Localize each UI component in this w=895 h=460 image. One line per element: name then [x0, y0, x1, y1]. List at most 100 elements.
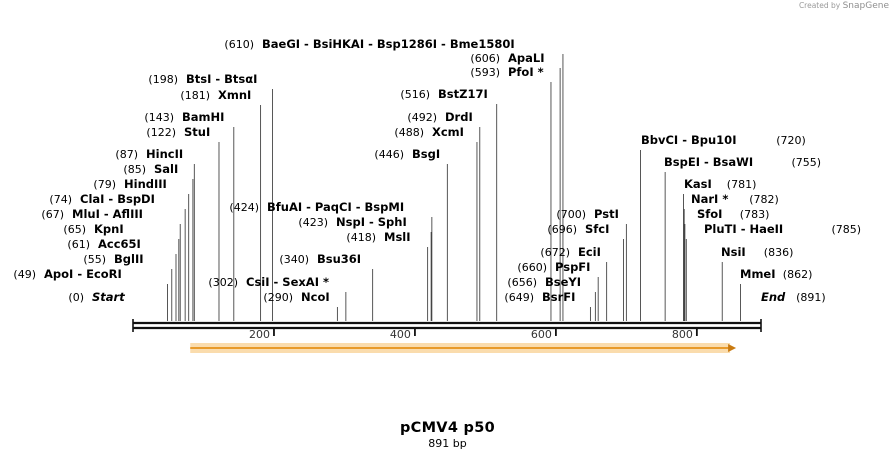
- enzyme-name-part: BseYI: [545, 275, 581, 289]
- enzyme-name: MluI - AflIII: [72, 207, 143, 221]
- enzyme-label: Start(0): [68, 290, 125, 304]
- enzyme-name: HindIII: [124, 177, 167, 191]
- enzyme-label: EciI (672): [540, 245, 601, 259]
- enzyme-label: Acc65I(61): [67, 237, 140, 251]
- enzyme-position: (423): [298, 216, 328, 229]
- enzyme-position: (755): [792, 156, 822, 169]
- enzyme-label: NsiI(836): [721, 245, 793, 259]
- enzyme-name-part: NsiI: [721, 245, 746, 259]
- enzyme-label: MmeI(862): [740, 267, 812, 281]
- enzyme-name-part: AflIII: [113, 207, 143, 221]
- enzyme-name-part: SalI: [154, 162, 178, 176]
- enzyme-label: ClaI - BspDI(74): [49, 192, 154, 206]
- enzyme-name-part: Bpu10I: [691, 133, 736, 147]
- enzyme-name: MmeI: [740, 267, 776, 281]
- enzyme-name: BamHI: [182, 110, 224, 124]
- enzyme-name: SalI: [154, 162, 178, 176]
- enzyme-name: SfoI: [697, 207, 722, 221]
- feature-arrowhead: [728, 344, 737, 352]
- enzyme-label: XcmI(488): [394, 125, 464, 139]
- ruler-label: 200: [249, 328, 270, 341]
- enzyme-name-part: BspDI: [117, 192, 155, 206]
- enzyme-name-part: EcoRI: [86, 267, 122, 281]
- name-separator: -: [737, 222, 750, 236]
- enzyme-position: (79): [93, 178, 116, 191]
- name-separator: -: [678, 133, 691, 147]
- enzyme-name-part: NcoI: [301, 290, 330, 304]
- enzyme-position: (610): [224, 38, 254, 51]
- enzyme-label: BfuAI - PaqCI - BspMI(424): [229, 200, 404, 214]
- enzyme-name-part: BamHI: [182, 110, 224, 124]
- enzyme-name-part: HindIII: [124, 177, 167, 191]
- map-length: 891 bp: [428, 437, 467, 450]
- enzyme-position: (122): [146, 126, 176, 139]
- name-separator: -: [73, 267, 86, 281]
- enzyme-label: HindIII (79): [93, 177, 166, 191]
- enzyme-name-part: ClaI: [80, 192, 104, 206]
- enzyme-label: BsrFI (649): [504, 290, 575, 304]
- enzyme-label: BsgI(446): [374, 147, 440, 161]
- ruler-label: 600: [531, 328, 552, 341]
- enzyme-position: (656): [507, 276, 537, 289]
- enzyme-name: ApoI - EcoRI: [44, 267, 122, 281]
- enzyme-name: End: [761, 290, 786, 304]
- enzyme-position: (672): [540, 246, 570, 259]
- enzyme-label: PspFI(660): [517, 260, 590, 274]
- enzyme-name-part: BtsαI: [224, 72, 257, 86]
- enzyme-name: NsiI: [721, 245, 746, 259]
- enzyme-name: EciI: [578, 245, 601, 259]
- enzyme-position: (302): [208, 276, 238, 289]
- enzyme-name: KasI: [684, 177, 712, 191]
- enzyme-label: SalI(85): [123, 162, 178, 176]
- name-separator: -: [270, 275, 283, 289]
- enzyme-position: (783): [740, 208, 770, 221]
- enzyme-name: HincII: [146, 147, 183, 161]
- enzyme-labels: BaeGI - BsiHKAI - Bsp1286I - Bme1580I(61…: [13, 37, 861, 304]
- enzyme-label: KasI(781): [684, 177, 756, 191]
- enzyme-name-part: BglII: [114, 252, 144, 266]
- enzyme-name: PstI: [594, 207, 619, 221]
- watermark: Created by SnapGene: [798, 1, 889, 11]
- enzyme-name: BsrFI: [542, 290, 575, 304]
- enzyme-label: NarI *(782): [691, 192, 779, 206]
- enzyme-label: BtsI - BtsαI(198): [148, 72, 257, 86]
- enzyme-name-part: XcmI: [432, 125, 464, 139]
- name-separator: -: [302, 200, 315, 214]
- enzyme-name: BbvCI - Bpu10I: [641, 133, 736, 147]
- enzyme-label: DrdI(492): [407, 110, 472, 124]
- enzyme-label: End(891): [761, 290, 826, 304]
- enzyme-label: BbvCI - Bpu10I (720): [641, 133, 806, 147]
- enzyme-name-part: BfuAI: [267, 200, 302, 214]
- enzyme-position: (660): [517, 261, 547, 274]
- enzyme-label: BaeGI - BsiHKAI - Bsp1286I - Bme1580I(61…: [224, 37, 514, 51]
- enzyme-name-part: BsgI: [412, 147, 440, 161]
- enzyme-name-part: Start: [92, 290, 125, 304]
- name-separator: -: [364, 37, 377, 51]
- enzyme-label: ApaLI(606): [470, 51, 544, 65]
- enzyme-position: (87): [115, 148, 138, 161]
- enzyme-name: NarI *: [691, 192, 728, 206]
- enzyme-label: StuI(122): [146, 125, 210, 139]
- enzyme-label: CsiI - SexAI *(302): [208, 275, 329, 289]
- enzyme-label: HincII (87): [115, 147, 183, 161]
- enzyme-name-part: PstI: [594, 207, 619, 221]
- enzyme-position: (720): [776, 134, 806, 147]
- enzyme-name-part: PfoI *: [508, 65, 544, 79]
- enzyme-name-part: Bme1580I: [450, 37, 515, 51]
- enzyme-name-part: MluI: [72, 207, 100, 221]
- enzyme-label: MluI - AflIII (67): [41, 207, 143, 221]
- feature-arrow: [190, 343, 737, 353]
- enzyme-name-part: MmeI: [740, 267, 776, 281]
- enzyme-name: Start: [92, 290, 125, 304]
- enzyme-name: XcmI: [432, 125, 464, 139]
- enzyme-name-part: SphI: [378, 215, 407, 229]
- enzyme-position: (67): [41, 208, 64, 221]
- enzyme-position: (649): [504, 291, 534, 304]
- enzyme-label: KpnI(65): [63, 222, 123, 236]
- ruler-label: 400: [390, 328, 411, 341]
- enzyme-position: (700): [556, 208, 586, 221]
- enzyme-position: (65): [63, 223, 86, 236]
- name-separator: -: [352, 200, 365, 214]
- enzyme-label: BamHI(143): [144, 110, 224, 124]
